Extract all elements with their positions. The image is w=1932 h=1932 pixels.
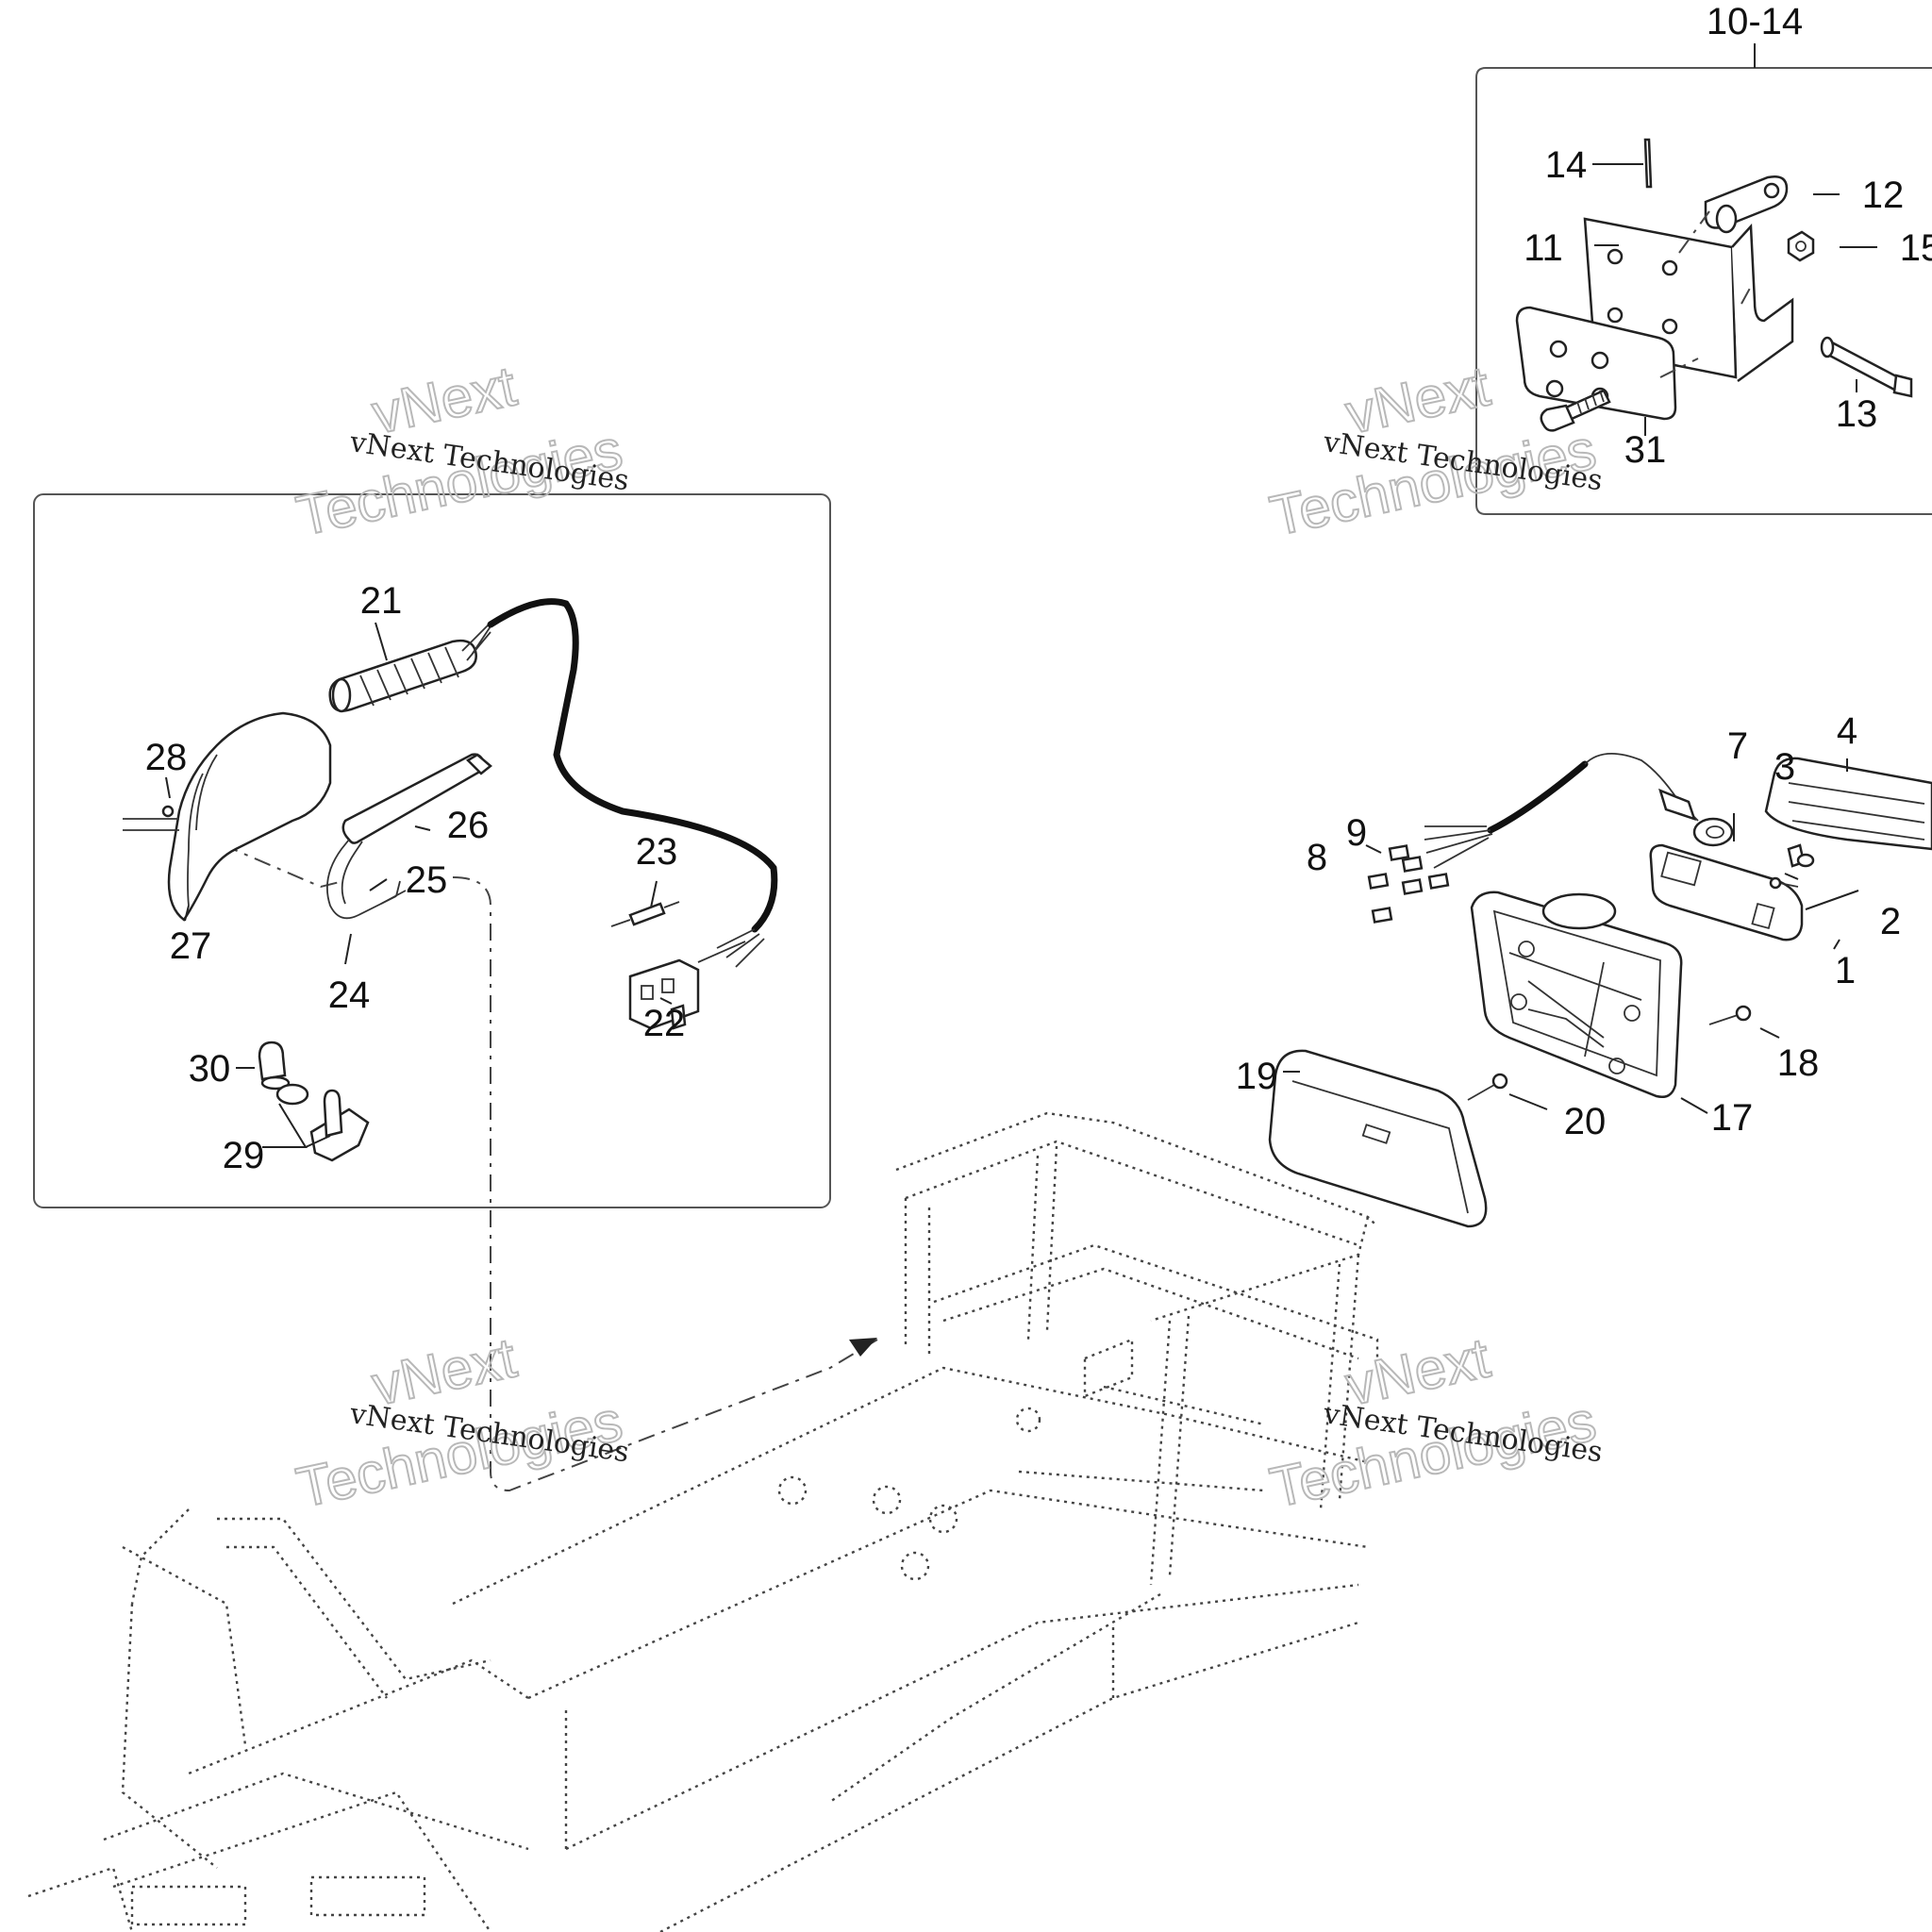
callout-17: 17 — [1711, 1097, 1754, 1139]
callout-3: 3 — [1774, 746, 1795, 788]
callout-12: 12 — [1862, 175, 1905, 216]
bulb-holder-1 — [1649, 843, 1804, 941]
callout-31: 31 — [1624, 429, 1667, 471]
callout-26: 26 — [447, 805, 490, 846]
callout-28: 28 — [145, 737, 188, 778]
callout-11: 11 — [1524, 227, 1563, 269]
connector-22 — [628, 958, 700, 1030]
terminals-9 — [1367, 844, 1450, 924]
pin-14 — [1643, 138, 1653, 189]
lens-19 — [1268, 1049, 1488, 1228]
watermark-1: vNext Technologies vNext Technologies — [291, 353, 631, 548]
callout-29: 29 — [223, 1135, 265, 1176]
switch-29-30 — [258, 1041, 370, 1162]
bulb-3 — [1787, 843, 1815, 868]
watermark-4: vNext Technologies vNext Technologies — [1264, 1324, 1605, 1520]
routing-lines — [221, 843, 878, 1492]
callout-2: 2 — [1880, 901, 1901, 942]
callout-10-14: 10-14 — [1707, 1, 1803, 42]
hinge-12 — [1704, 175, 1789, 234]
callout-14: 14 — [1545, 144, 1588, 186]
screw-20 — [1467, 1073, 1508, 1101]
callout-27: 27 — [170, 925, 212, 967]
wiring-harness — [487, 598, 778, 933]
callouts: 10-14 14 12 11 15 13 31 21 28 26 23 25 2… — [145, 1, 1932, 1176]
callout-9: 9 — [1346, 812, 1367, 854]
screws-28 — [123, 805, 179, 831]
callout-20: 20 — [1564, 1101, 1607, 1142]
handle-24-26 — [325, 753, 492, 920]
terminal-23 — [610, 901, 680, 927]
grommet-7 — [1692, 817, 1734, 847]
callout-8: 8 — [1307, 837, 1327, 878]
heated-grip-21 — [328, 622, 491, 713]
screw-2 — [1769, 876, 1799, 890]
screw-18 — [1708, 1005, 1752, 1025]
leader-lines — [165, 163, 1877, 1148]
callout-25: 25 — [406, 859, 448, 901]
nut-15 — [1787, 230, 1815, 262]
callout-15: 15 — [1900, 227, 1932, 269]
callout-24: 24 — [328, 974, 371, 1016]
screw-31 — [1540, 389, 1611, 432]
vehicle-frame — [27, 1111, 1379, 1932]
callout-19: 19 — [1236, 1056, 1278, 1097]
taillight-wire — [1487, 760, 1589, 834]
watermark-3: vNext Technologies vNext Technologies — [291, 1324, 631, 1520]
callout-4: 4 — [1837, 710, 1857, 752]
callout-13: 13 — [1836, 393, 1878, 435]
taillight-housing-17 — [1470, 891, 1683, 1098]
callout-21: 21 — [360, 580, 403, 622]
inset-box-right — [1475, 67, 1932, 515]
callout-22: 22 — [643, 1003, 686, 1044]
lamp-lens-4 — [1764, 757, 1932, 851]
inset-box-left — [33, 493, 831, 1208]
bracket-dash-lines — [1659, 210, 1754, 378]
callout-1: 1 — [1835, 950, 1856, 991]
bolt-13 — [1820, 336, 1913, 398]
callout-23: 23 — [636, 831, 678, 873]
callout-30: 30 — [189, 1048, 231, 1090]
mirror-27 — [167, 711, 332, 922]
callout-7: 7 — [1727, 725, 1748, 767]
callout-18: 18 — [1777, 1042, 1820, 1084]
